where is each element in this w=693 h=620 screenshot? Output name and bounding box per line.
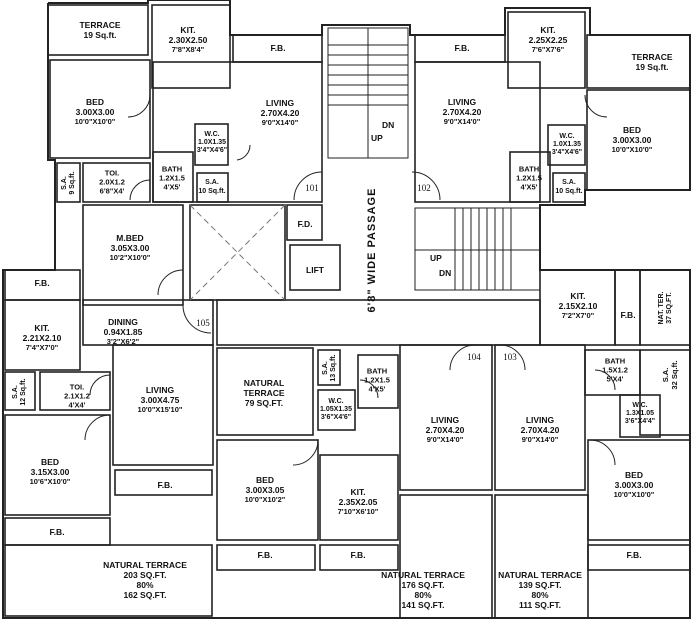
door-105: 105 — [196, 318, 210, 328]
fb-label: F.B. — [350, 550, 366, 560]
door-101: 101 — [305, 183, 319, 193]
fb-label: F.B. — [270, 43, 286, 53]
fb-label: F.B. — [454, 43, 470, 53]
fb-label: F.B. — [34, 278, 50, 288]
stair-dn-label: DN — [382, 120, 395, 130]
room-sa-tr: S.A.10 Sq.ft. — [555, 179, 583, 195]
fb-label: F.B. — [620, 310, 636, 320]
fb-label: F.B. — [157, 480, 173, 490]
room-nat-terrace-br: NAT. TER.37 SQ.FT. — [658, 291, 673, 325]
room-sa-bl: S.A.12 Sq.ft. — [12, 378, 27, 406]
room-sa-bm: S.A.13 Sq.ft. — [322, 354, 337, 382]
lift-label: LIFT — [306, 265, 324, 275]
void-cross — [189, 204, 286, 301]
room-sa9-tl: S.A.9 Sq.ft. — [61, 171, 76, 195]
fb-label: F.B. — [257, 550, 273, 560]
stair-up-label: UP — [371, 133, 383, 143]
room-sa-br: S.A.32 Sq.ft. — [661, 360, 679, 390]
door-104: 104 — [467, 352, 481, 362]
fd-label: F.D. — [297, 219, 313, 229]
staircase-right — [414, 207, 541, 291]
door-103: 103 — [503, 352, 517, 362]
stair-up-label-2: UP — [430, 253, 442, 263]
door-swings — [84, 94, 616, 466]
room-sa-tl: S.A.10 Sq.ft. — [198, 179, 226, 195]
door-102: 102 — [417, 183, 431, 193]
wide-passage-label: 6'8" WIDE PASSAGE — [366, 187, 378, 313]
staircase-top — [327, 27, 409, 159]
fb-label: F.B. — [49, 527, 65, 537]
room-outlines — [4, 4, 691, 619]
stair-dn-label-2: DN — [439, 268, 452, 278]
fb-label: F.B. — [626, 550, 642, 560]
